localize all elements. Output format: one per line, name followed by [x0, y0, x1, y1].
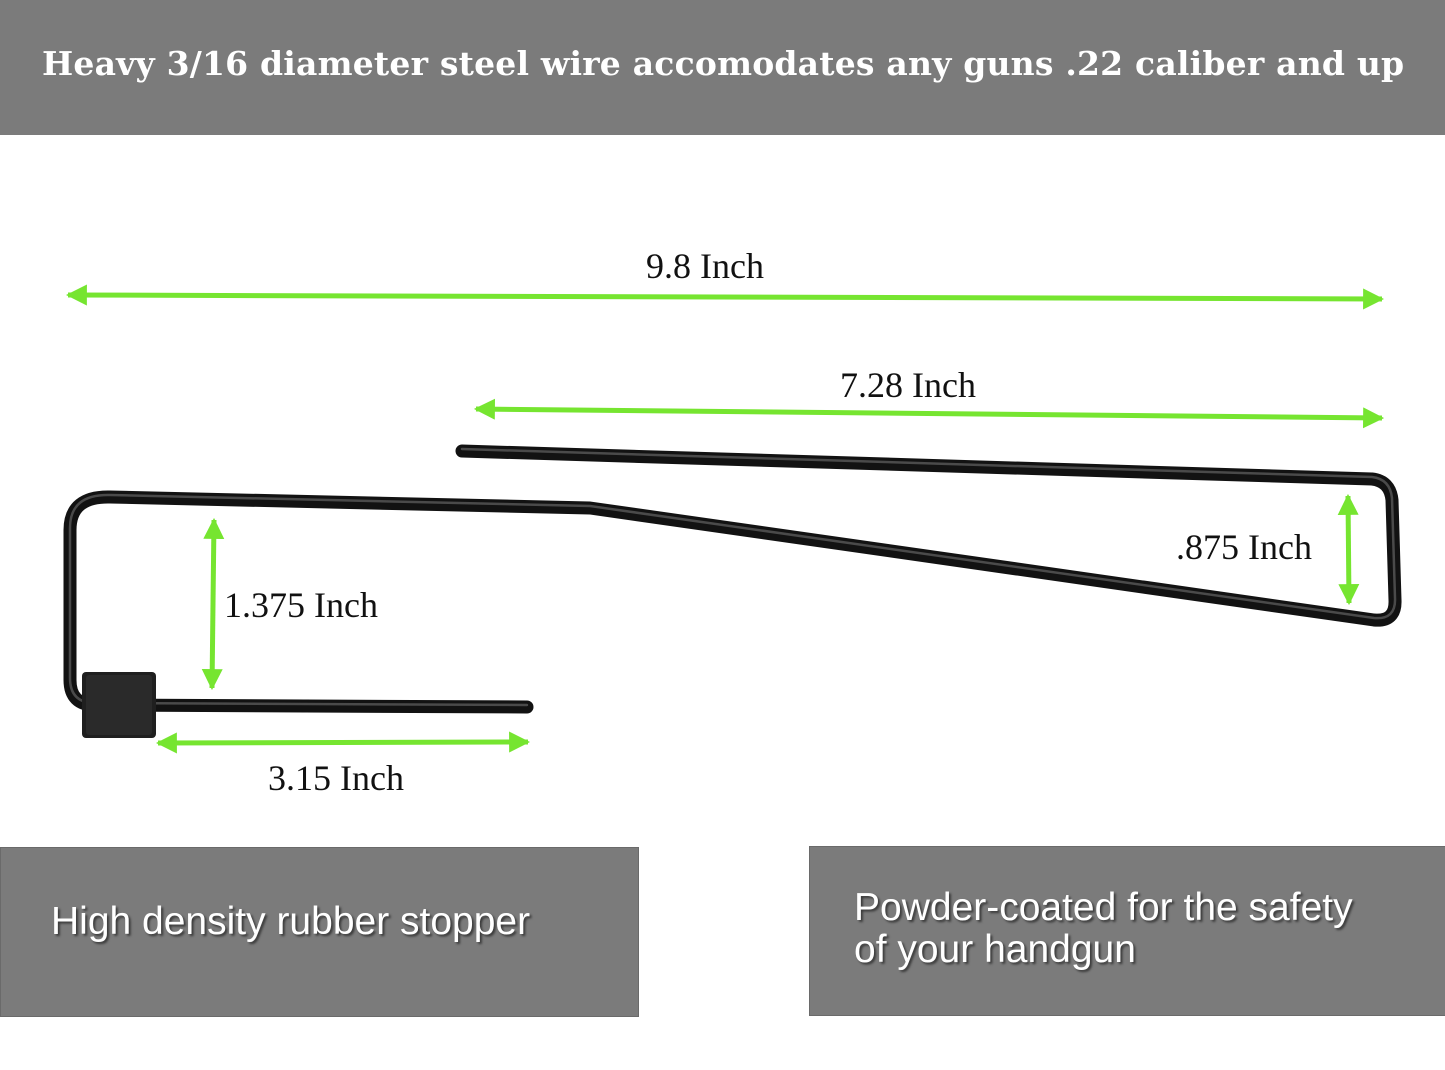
stopper-feature-text: High density rubber stopper	[51, 900, 531, 943]
overall-length-arrow	[65, 284, 1385, 310]
coating-feature-panel: Powder-coated for the safety of your han…	[809, 846, 1445, 1016]
overall-length-label: 9.8 Inch	[646, 246, 764, 286]
lower-arm-length-label: 3.15 Inch	[268, 758, 404, 798]
upper-arm-length-arrow	[473, 398, 1385, 429]
header-banner: Heavy 3/16 diameter steel wire accomodat…	[0, 0, 1445, 135]
rear-height-arrow	[201, 517, 225, 691]
header-text: Heavy 3/16 diameter steel wire accomodat…	[42, 44, 1405, 83]
front-height-arrow	[1337, 493, 1360, 606]
upper-arm-length-label: 7.28 Inch	[840, 365, 976, 405]
coating-feature-line-1: Powder-coated for the safety	[854, 886, 1353, 929]
coating-feature-text: Powder-coated for the safety of your han…	[854, 887, 1353, 971]
lower-arm-length-arrow	[155, 731, 531, 754]
wire-frame	[63, 444, 1402, 714]
stopper-feature-panel: High density rubber stopper	[0, 847, 639, 1017]
coating-feature-line-2: of your handgun	[854, 928, 1136, 971]
front-height-label: .875 Inch	[1176, 527, 1312, 567]
rear-height-label: 1.375 Inch	[224, 585, 378, 625]
